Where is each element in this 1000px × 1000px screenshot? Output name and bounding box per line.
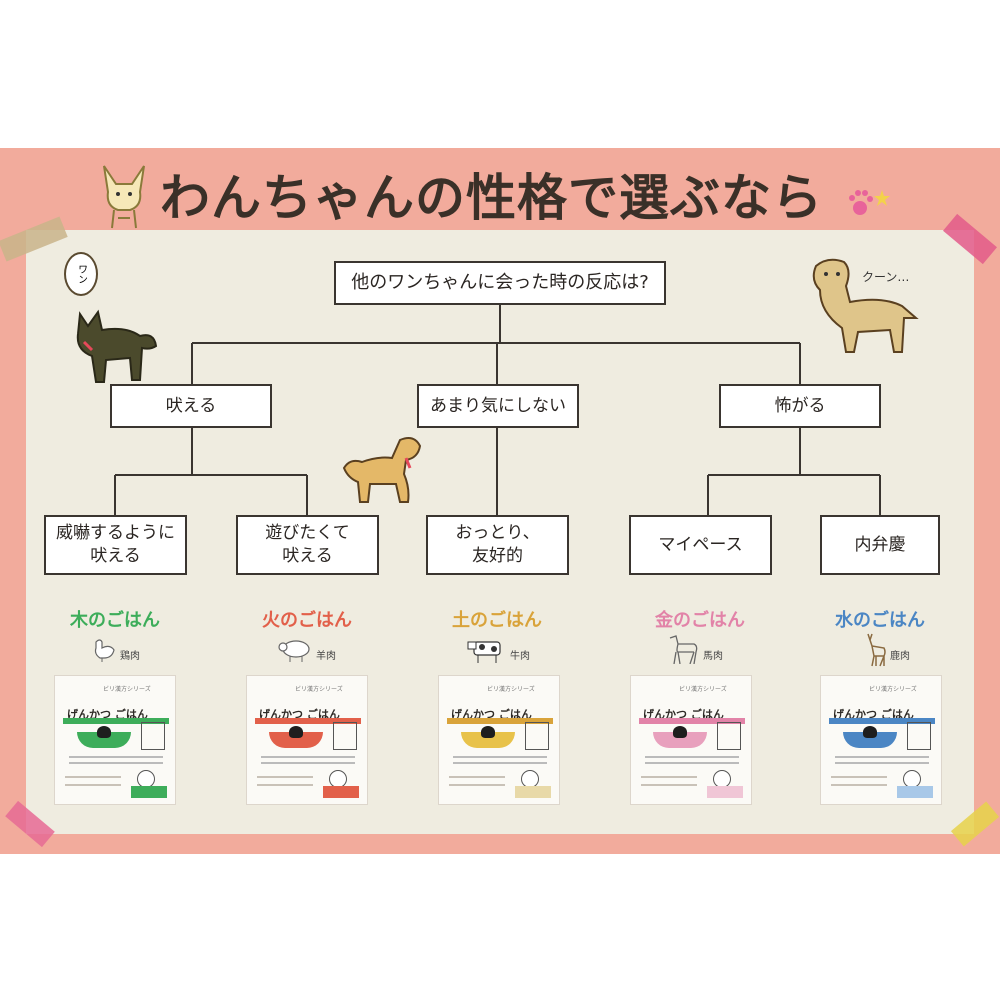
horse-icon (669, 635, 698, 664)
page-title: わんちゃんの性格で選ぶなら (160, 169, 823, 227)
bowl-icon (269, 732, 323, 748)
package-bullet-line (641, 776, 697, 778)
package-info-boxes (717, 722, 741, 750)
dog-silhouette-icon (289, 726, 303, 738)
package-bullet-line (257, 784, 313, 786)
trait-box-introvert: 内弁慶 (820, 515, 940, 575)
meat-label-venison: 鹿肉 (890, 651, 910, 662)
package-bullet-line (831, 784, 887, 786)
package-meat-tag (707, 786, 743, 798)
package-bullet-line (65, 776, 121, 778)
dog-silhouette-icon (863, 726, 877, 738)
meat-label-chicken: 鶏肉 (120, 651, 140, 662)
package-color-band (255, 718, 361, 724)
package-copy-line (835, 756, 929, 758)
meat-label-lamb: 羊肉 (316, 651, 336, 662)
dog-silhouette-icon (481, 726, 495, 738)
package-copy-line (645, 756, 739, 758)
package-info-boxes (141, 722, 165, 750)
trait-box-play: 遊びたくて 吠える (236, 515, 379, 575)
food-label-fire: 火のごはん (262, 610, 352, 631)
package-brand: げんかつ ごはん (259, 708, 340, 721)
package-color-band (447, 718, 553, 724)
answer-afraid-box: 怖がる (719, 384, 881, 428)
product-package-water: ビリ漢方シリーズ げんかつ ごはん (820, 675, 942, 805)
package-bullet-line (449, 776, 505, 778)
package-meat-tag (897, 786, 933, 798)
food-label-wood: 木のごはん (70, 610, 160, 631)
package-brand: げんかつ ごはん (67, 708, 148, 721)
meat-label-horse: 馬肉 (703, 651, 723, 662)
food-label-metal: 金のごはん (655, 610, 745, 631)
package-copy-line (453, 756, 547, 758)
package-copy-line (261, 756, 355, 758)
sheep-icon (278, 640, 310, 662)
answer-bark-box: 吠える (110, 384, 272, 428)
bowl-icon (461, 732, 515, 748)
chicken-icon (94, 639, 115, 662)
package-color-band (639, 718, 745, 724)
paw-icon (849, 190, 890, 215)
package-series-text: ビリ漢方シリーズ (295, 686, 343, 693)
friendly-dog-icon (342, 437, 422, 503)
speech-bubble-left: ワン (64, 252, 98, 296)
package-series-text: ビリ漢方シリーズ (103, 686, 151, 693)
bowl-icon (843, 732, 897, 748)
trait-box-friendly: おっとり、 友好的 (426, 515, 569, 575)
meat-label-beef: 牛肉 (510, 651, 530, 662)
package-brand: げんかつ ごはん (643, 708, 724, 721)
product-package-wood: ビリ漢方シリーズ げんかつ ごはん (54, 675, 176, 805)
product-package-fire: ビリ漢方シリーズ げんかつ ごはん (246, 675, 368, 805)
package-color-band (829, 718, 935, 724)
dog-silhouette-icon (97, 726, 111, 738)
answer-indifferent-box: あまり気にしない (417, 384, 579, 428)
question-box: 他のワンちゃんに会った時の反応は? (334, 261, 666, 305)
trait-box-mypace: マイペース (629, 515, 772, 575)
package-meat-tag (131, 786, 167, 798)
package-copy-line (645, 762, 739, 764)
cow-icon (467, 641, 501, 663)
package-info-boxes (333, 722, 357, 750)
package-meat-tag (323, 786, 359, 798)
package-series-text: ビリ漢方シリーズ (869, 686, 917, 693)
package-brand: げんかつ ごはん (451, 708, 532, 721)
trait-box-threat: 威嚇するように 吠える (44, 515, 187, 575)
package-series-text: ビリ漢方シリーズ (487, 686, 535, 693)
package-bullet-line (449, 784, 505, 786)
dog-silhouette-icon (673, 726, 687, 738)
package-copy-line (453, 762, 547, 764)
package-copy-line (835, 762, 929, 764)
food-label-water: 水のごはん (835, 610, 925, 631)
speech-text-right: クーン… (862, 270, 910, 284)
package-series-text: ビリ漢方シリーズ (679, 686, 727, 693)
deer-icon (867, 633, 886, 667)
package-copy-line (69, 756, 163, 758)
chihuahua-icon (103, 165, 145, 229)
package-info-boxes (907, 722, 931, 750)
product-package-metal: ビリ漢方シリーズ げんかつ ごはん (630, 675, 752, 805)
package-brand: げんかつ ごはん (833, 708, 914, 721)
bowl-icon (653, 732, 707, 748)
package-meat-tag (515, 786, 551, 798)
scared-dog-icon (812, 258, 919, 353)
package-bullet-line (831, 776, 887, 778)
package-bullet-line (65, 784, 121, 786)
package-info-boxes (525, 722, 549, 750)
package-bullet-line (257, 776, 313, 778)
package-color-band (63, 718, 169, 724)
package-copy-line (261, 762, 355, 764)
package-bullet-line (641, 784, 697, 786)
bowl-icon (77, 732, 131, 748)
package-copy-line (69, 762, 163, 764)
product-package-earth: ビリ漢方シリーズ げんかつ ごはん (438, 675, 560, 805)
barking-dog-icon (76, 309, 158, 383)
food-label-earth: 土のごはん (452, 610, 542, 631)
